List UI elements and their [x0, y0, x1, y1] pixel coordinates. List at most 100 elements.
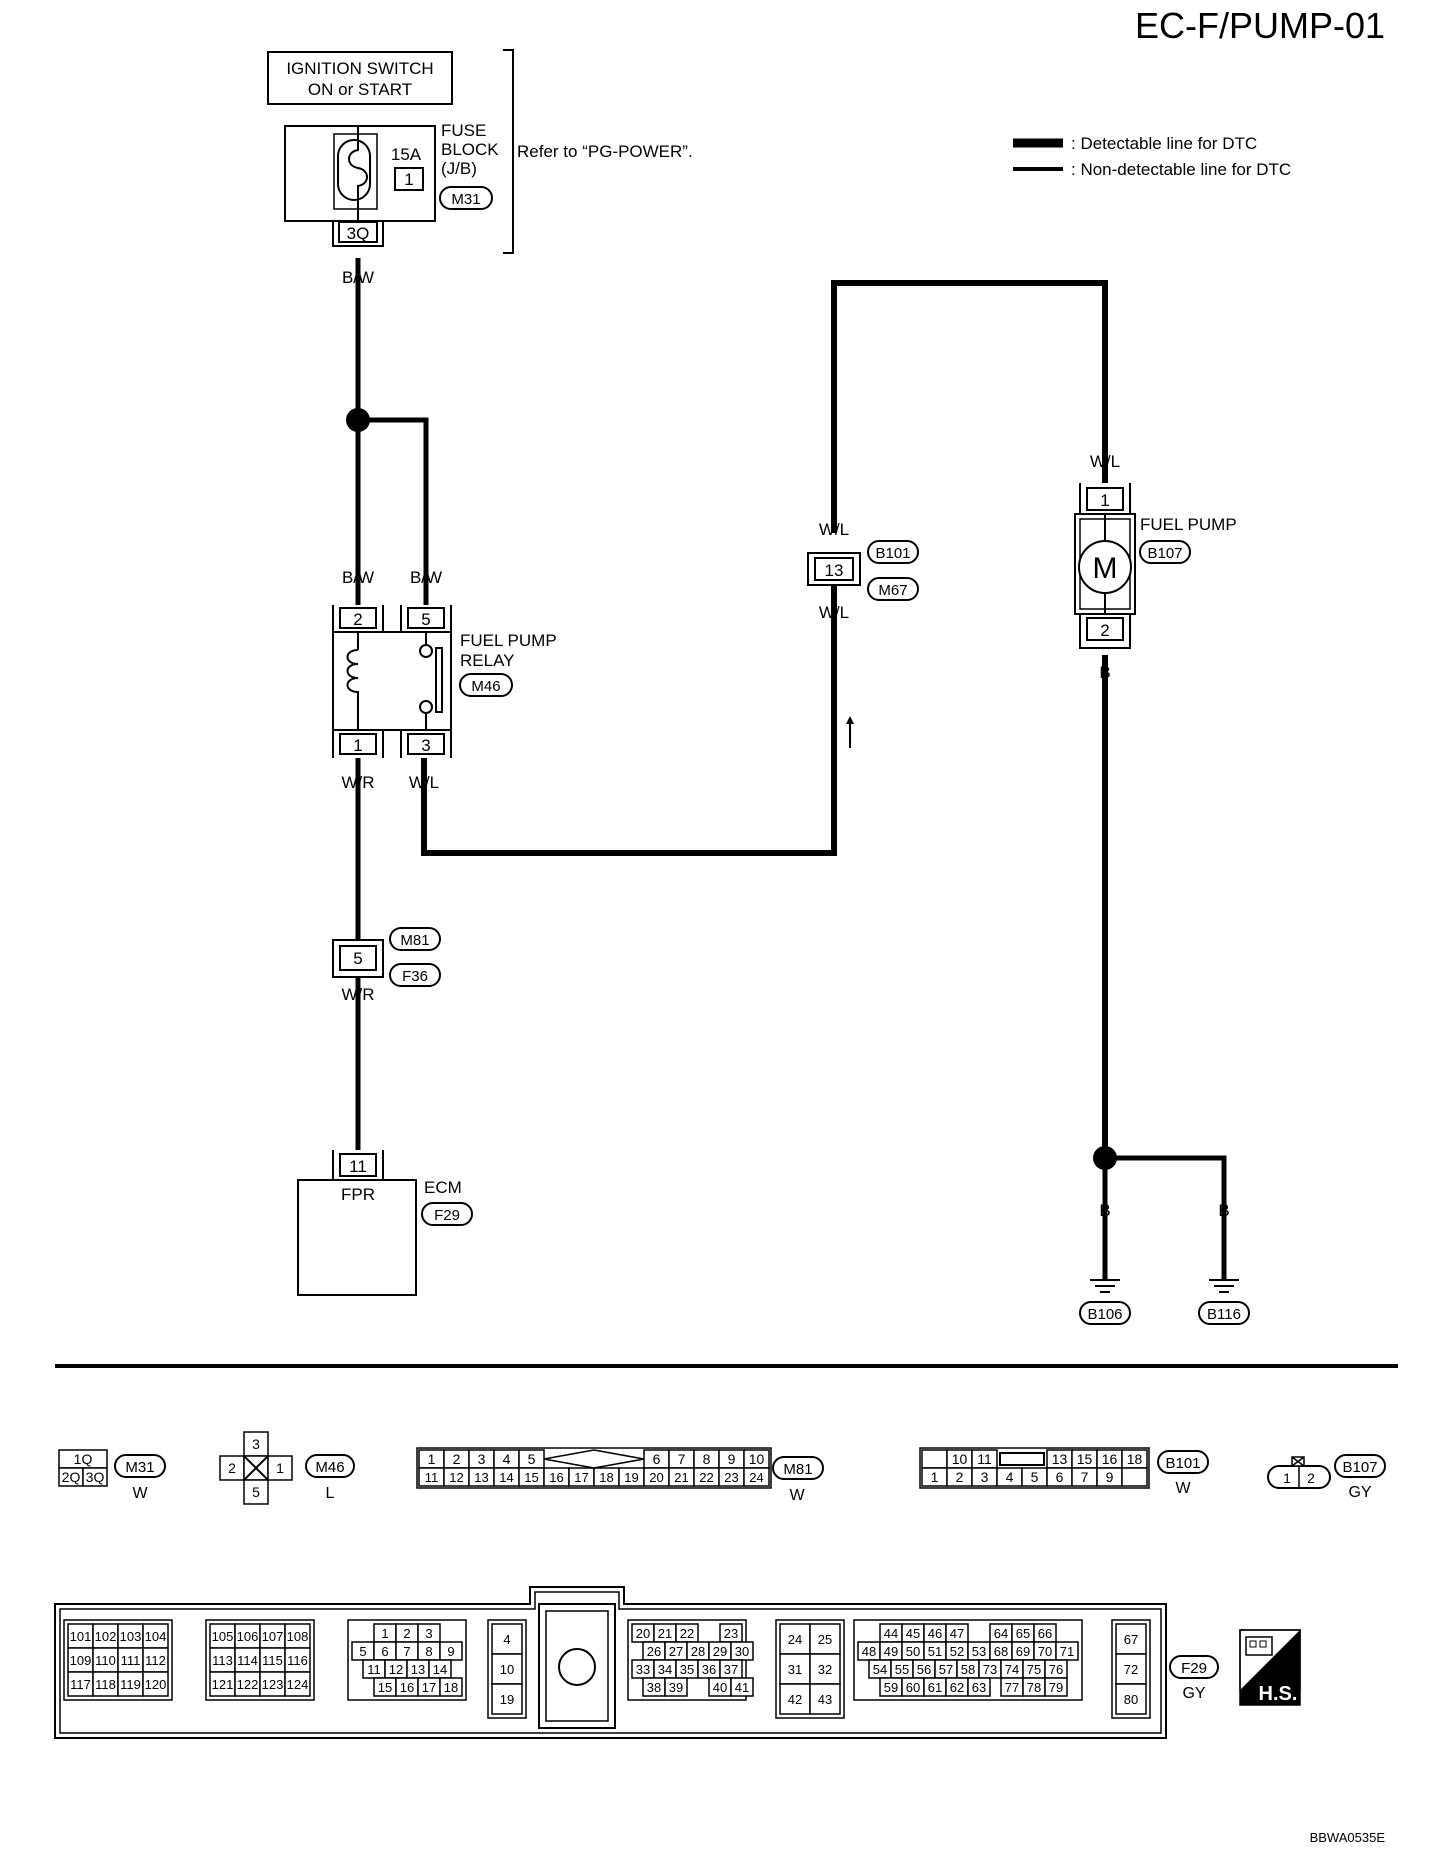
f29-pin: 71 [1055, 1641, 1079, 1661]
fuel-pump-connector: B107 [1147, 545, 1182, 562]
f29-pin-label: 57 [939, 1662, 953, 1677]
f29-pin-label: 71 [1060, 1644, 1074, 1659]
f29-pin-label: 80 [1124, 1692, 1138, 1707]
f29-pin-label: 17 [422, 1680, 436, 1695]
f29-pin: 75 [1022, 1659, 1046, 1679]
f29-pin: 20 [631, 1623, 655, 1643]
relay-pin-2: 2 [353, 610, 362, 629]
splice-bw [346, 408, 370, 432]
fuse-icon [348, 126, 368, 221]
f29-pin: 118 [92, 1671, 119, 1697]
relay-pin-3: 3 [421, 736, 430, 755]
b101-pin-label: 11 [977, 1451, 992, 1467]
f29-pin: 111 [117, 1647, 144, 1673]
f29-pin: 109 [67, 1647, 94, 1673]
f29-pin-label: 72 [1124, 1662, 1138, 1677]
wire-label-b-g1: B [1099, 1201, 1110, 1220]
m31-connector-id: M31 [125, 1459, 154, 1476]
current-flow-arrow [846, 716, 854, 748]
fuel-pump-motor-icon [1078, 540, 1132, 594]
m81-key [543, 1449, 645, 1469]
wire-label-wr-relay-1: W/R [341, 773, 374, 792]
f29-pin-label: 78 [1027, 1680, 1041, 1695]
f29-pin-label: 58 [961, 1662, 975, 1677]
f29-pin-label: 121 [212, 1677, 234, 1692]
wire-wl-b101-to-pump [831, 280, 1108, 533]
f29-pin-label: 8 [425, 1644, 432, 1659]
f29-pin-label: 2 [403, 1626, 410, 1641]
b101-pin: 2 [946, 1467, 973, 1487]
f29-pin: 120 [142, 1671, 169, 1697]
f29-pin-label: 60 [906, 1680, 920, 1695]
m81-pin-label: 17 [574, 1470, 588, 1485]
f29-pin: 25 [809, 1623, 841, 1655]
f29-pin: 73 [978, 1659, 1002, 1679]
f29-pin: 119 [117, 1671, 144, 1697]
fuse-block: 15A 1 FUSE BLOCK (J/B) M31 3Q Refer to “… [284, 49, 693, 254]
f29-pin: 108 [284, 1623, 311, 1649]
f29-housing [54, 1586, 1167, 1739]
b101-pin-label: 15 [1077, 1451, 1093, 1467]
m81-pin: 1 [418, 1449, 445, 1469]
fuel-pump-pin-2: 2 [1100, 621, 1109, 640]
f29-pin-label: 123 [262, 1677, 284, 1692]
f29-pin: 61 [923, 1677, 947, 1697]
f29-pin-label: 102 [95, 1629, 117, 1644]
f29-pin-label: 51 [928, 1644, 942, 1659]
legend-detectable-text: : Detectable line for DTC [1071, 134, 1257, 153]
f29-pin-label: 70 [1038, 1644, 1052, 1659]
b101-pin-label: 3 [981, 1469, 989, 1485]
harness-connector-b101: 13 B101 M67 [807, 540, 919, 601]
f29-pin-label: 119 [120, 1677, 141, 1692]
f29-pin: 60 [901, 1677, 925, 1697]
fuse-block-label-2: BLOCK [441, 140, 499, 159]
f29-pin-label: 4 [503, 1632, 510, 1647]
m81-pin-label: 14 [499, 1470, 513, 1485]
wire-label-b-pump: B [1099, 663, 1110, 682]
m81-pin: 3 [468, 1449, 495, 1469]
f29-pin-label: 74 [1005, 1662, 1019, 1677]
f29-pin: 68 [989, 1641, 1013, 1661]
f29-pin: 49 [879, 1641, 903, 1661]
f29-pin: 15 [373, 1677, 397, 1697]
f29-pin-label: 110 [95, 1653, 116, 1668]
harness-m81-pin: 5 [353, 949, 362, 968]
wire-label-wl-b101-top: W/L [819, 520, 849, 539]
f29-pin-label: 113 [212, 1653, 233, 1668]
f29-pin: 72 [1115, 1653, 1147, 1685]
f29-pin: 4 [491, 1623, 523, 1655]
f29-pin-label: 109 [70, 1653, 92, 1668]
m81-pin: 10 [743, 1449, 770, 1469]
f29-pin-label: 101 [70, 1629, 92, 1644]
f29-pin: 30 [730, 1641, 754, 1661]
f29-pin-label: 41 [735, 1680, 749, 1695]
f29-pin-label: 50 [906, 1644, 920, 1659]
m81-pin: 19 [618, 1467, 645, 1487]
relay-contact-bottom [419, 700, 433, 714]
f29-pin: 34 [653, 1659, 677, 1679]
b101-pin: 3 [971, 1467, 998, 1487]
f29-pin: 79 [1044, 1677, 1068, 1697]
fuse-rating: 15A [391, 145, 422, 164]
f29-pin-label: 107 [262, 1629, 284, 1644]
fuse-terminal-bracket [332, 221, 384, 247]
f29-pin-label: 118 [95, 1677, 116, 1692]
m46-pin-label: 3 [252, 1436, 260, 1452]
harness-m67-connector: M67 [878, 582, 907, 599]
m46-color: L [326, 1485, 335, 1502]
f29-pin: 11 [362, 1659, 386, 1679]
f29-pin: 76 [1044, 1659, 1068, 1679]
b101-connector-id: B101 [1165, 1455, 1200, 1472]
f29-pin-label: 64 [994, 1626, 1008, 1641]
f29-pin: 53 [967, 1641, 991, 1661]
f29-pin: 117 [67, 1671, 94, 1697]
ground-b116-label: B116 [1207, 1306, 1241, 1323]
wire-wl-relay3-to-b101 [421, 585, 837, 856]
f29-pin: 103 [117, 1623, 144, 1649]
f29-pin: 40 [708, 1677, 732, 1697]
f29-pin: 46 [923, 1623, 947, 1643]
f29-pin: 18 [439, 1677, 463, 1697]
m46-connector-id: M46 [315, 1459, 344, 1476]
m31-color: W [132, 1485, 148, 1502]
